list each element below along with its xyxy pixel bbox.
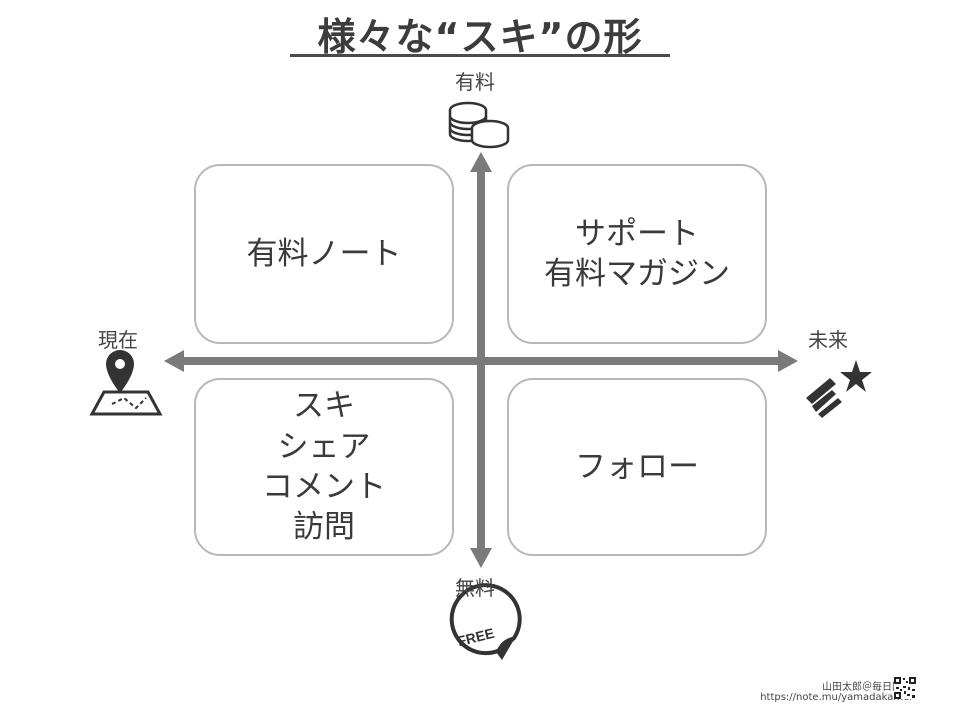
map-pin-icon bbox=[89, 350, 163, 416]
arrow-left-head bbox=[164, 350, 184, 372]
axis-label-right: 未来 bbox=[808, 328, 848, 352]
shooting-star-icon bbox=[806, 360, 872, 418]
credit-author: 山田太郎＠毎日図解 bbox=[822, 682, 912, 693]
quadrant-text: シェア bbox=[277, 428, 371, 465]
quadrant-text: 有料マガジン bbox=[544, 256, 730, 292]
quadrant-text: 訪問 bbox=[293, 509, 355, 546]
quadrant-text: フォロー bbox=[575, 448, 699, 485]
quadrant-text: 有料ノート bbox=[246, 235, 402, 272]
credit-url: https://note.mu/yamadakamei bbox=[760, 692, 912, 703]
quadrant-top-right: サポート 有料マガジン bbox=[507, 164, 767, 344]
free-badge-icon: FREE bbox=[449, 583, 522, 660]
quadrant-text: サポート bbox=[575, 215, 699, 252]
quadrant-text: スキ bbox=[293, 388, 355, 425]
axis-label-left: 現在 bbox=[98, 328, 138, 352]
page-title: 様々な“スキ”の形 bbox=[317, 15, 643, 59]
arrow-right-head bbox=[778, 350, 798, 372]
arrow-up-head bbox=[470, 152, 492, 172]
quadrant-text: コメント bbox=[262, 469, 386, 505]
qr-code-icon bbox=[894, 677, 916, 699]
axis-label-bottom: 無料 bbox=[455, 576, 495, 600]
arrow-down-head bbox=[470, 548, 492, 568]
horizontal-axis bbox=[182, 357, 782, 365]
quadrant-top-left: 有料ノート bbox=[194, 164, 454, 344]
quadrant-bottom-left: スキ シェア コメント 訪問 bbox=[194, 378, 454, 556]
title-underline bbox=[290, 54, 670, 57]
coins-icon bbox=[448, 101, 510, 149]
axis-label-top: 有料 bbox=[455, 70, 495, 94]
quadrant-bottom-right: フォロー bbox=[507, 378, 767, 556]
